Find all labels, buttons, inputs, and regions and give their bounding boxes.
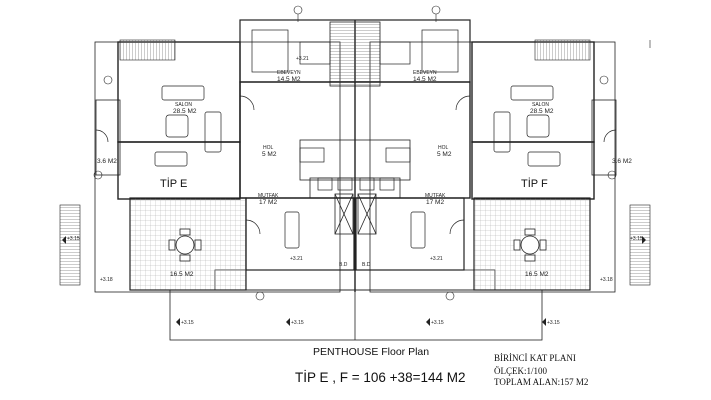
room-area-terrace-right: 16.5 M2: [525, 271, 549, 278]
room-label-salon-left: SALON: [175, 102, 192, 108]
room-area-balcony-right: 3.6 M2: [612, 158, 632, 165]
sheet-title: BİRİNCİ KAT PLANI: [494, 353, 576, 363]
room-label-salon-right: SALON: [532, 102, 549, 108]
room-area-terrace-left: 16.5 M2: [170, 271, 194, 278]
room-label-hall-left: HOL: [263, 145, 274, 151]
area-formula: TİP E , F = 106 +38=144 M2: [295, 370, 466, 385]
unit-label-tip-e: TİP E: [160, 178, 188, 190]
room-area-ebeveyn-left: 14.5 M2: [277, 76, 301, 83]
room-label-ebeveyn-left: EBEVEYN: [277, 70, 301, 76]
bd-label-left: B.D: [339, 262, 348, 268]
level-label: +3.15: [291, 320, 304, 326]
room-area-salon-left: 28.5 M2: [173, 108, 197, 115]
level-label: +3.15: [547, 320, 560, 326]
room-area-ebeveyn-right: 14.5 M2: [413, 76, 437, 83]
level-label: +3.15: [181, 320, 194, 326]
level-label: +3.21: [430, 256, 443, 262]
plan-title: PENTHOUSE Floor Plan: [313, 346, 430, 358]
room-area-hall-right: 5 M2: [437, 151, 452, 158]
unit-label-tip-f: TİP F: [521, 178, 548, 190]
level-label: +3.21: [296, 56, 309, 62]
room-area-salon-right: 28.5 M2: [530, 108, 554, 115]
room-label-kitchen-right: MUTFAK: [425, 193, 446, 199]
level-label: +3.15: [431, 320, 444, 326]
room-area-balcony-left: 3.6 M2: [97, 158, 117, 165]
room-area-kitchen-left: 17 M2: [259, 199, 278, 206]
level-label: +3.15: [67, 236, 80, 242]
room-label-ebeveyn-right: EBEVEYN: [413, 70, 437, 76]
level-label: +3.18: [100, 277, 113, 283]
room-area-hall-left: 5 M2: [262, 151, 277, 158]
level-label: +3.18: [600, 277, 613, 283]
terrace-left: [129, 197, 247, 291]
room-label-hall-right: HOL: [438, 145, 449, 151]
total-area-label: TOPLAM ALAN:157 M2: [494, 377, 589, 387]
level-label: +3.15: [630, 236, 643, 242]
scale-label: ÖLÇEK:1/100: [494, 366, 547, 376]
room-area-kitchen-right: 17 M2: [426, 199, 445, 206]
bd-label-right: B.D: [362, 262, 371, 268]
level-label: +3.21: [290, 256, 303, 262]
room-label-kitchen-left: MUTFAK: [258, 193, 279, 199]
